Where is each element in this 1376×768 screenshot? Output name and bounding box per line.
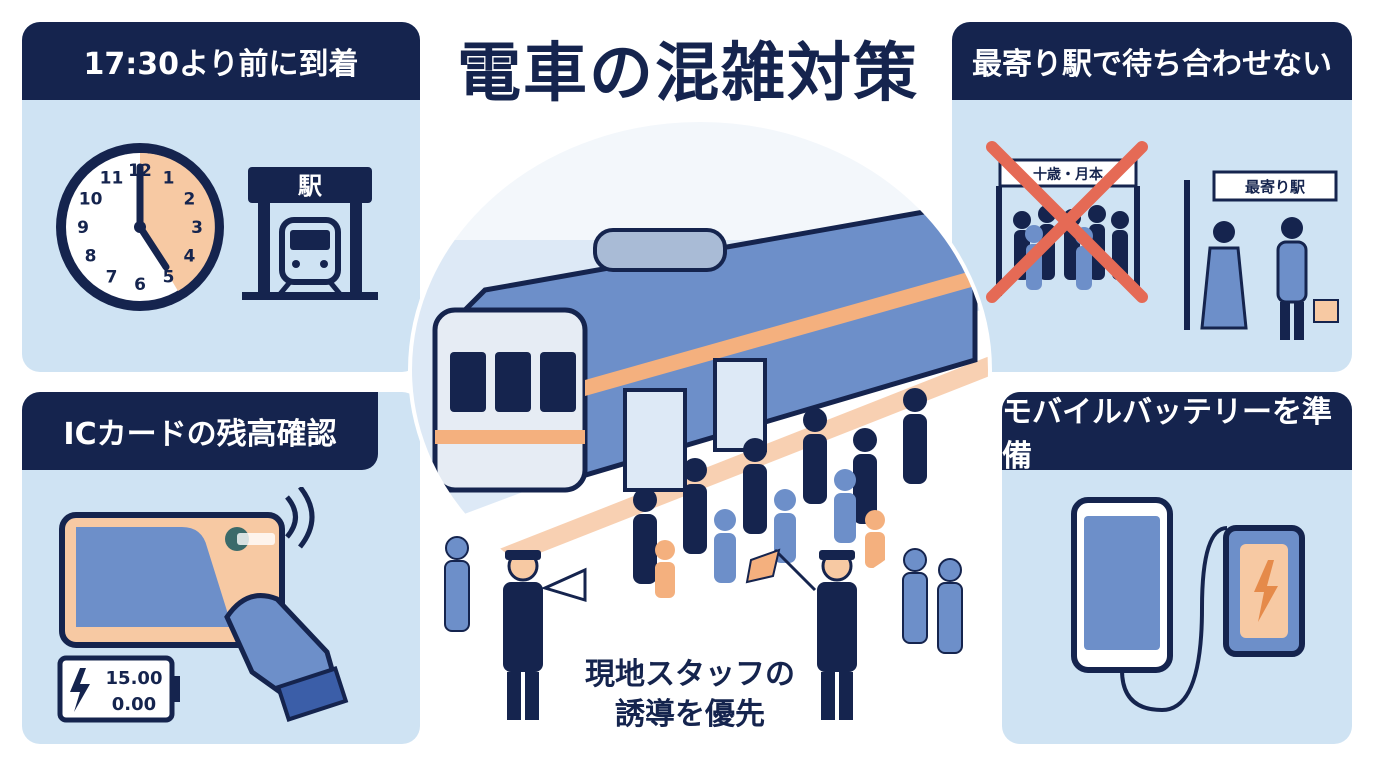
caption-line-1: 現地スタッフの <box>585 657 795 692</box>
clock-number: 7 <box>106 267 118 287</box>
phone-and-powerbank-icon <box>1071 497 1305 713</box>
panel-arrive-early: 17:30より前に到着 121234567891011 駅 <box>22 22 420 372</box>
caption-line-2: 誘導を優先 <box>615 697 765 732</box>
panel-arrive-header: 17:30より前に到着 <box>22 22 420 100</box>
station-sign-text: 駅 <box>298 172 322 200</box>
clock-number: 2 <box>183 190 195 210</box>
nearest-station-sign: 最寄り駅 <box>1245 178 1306 196</box>
page-title: 電車の混雑対策 <box>457 37 919 111</box>
panel-ic-card-header: ICカードの残高確認 <box>22 392 378 470</box>
panel-mobile-battery: モバイルバッテリーを準備 <box>1002 392 1352 744</box>
station-icon: 駅 <box>242 167 378 300</box>
crowded-meeting-scene: 十歳・月本 最寄り駅 <box>986 141 1339 340</box>
panel-battery-header: モバイルバッテリーを準備 <box>1002 392 1352 474</box>
clock-number: 1 <box>163 169 175 189</box>
panel-ic-card: ICカードの残高確認 15.00 0.00 <box>22 392 420 744</box>
crowded-platform-scene <box>408 120 992 720</box>
clock-number: 4 <box>183 247 195 267</box>
balance-bottom-value: 0.00 <box>112 694 156 715</box>
panel-meeting-header: 最寄り駅で待ち合わせない <box>952 22 1352 100</box>
panel-meeting: 最寄り駅で待ち合わせない 十歳・月本 最寄り駅 <box>952 22 1352 372</box>
clock-icon: 121234567891011 <box>56 143 224 311</box>
clock-number: 6 <box>134 275 146 295</box>
staff-guidance-caption: 現地スタッフの 誘導を優先 <box>570 655 810 735</box>
ic-card-icon <box>59 487 349 722</box>
battery-balance-icon: 15.00 0.00 <box>57 655 180 723</box>
train-icon <box>432 207 978 493</box>
station-staff-left <box>503 550 587 720</box>
clock-number: 3 <box>191 218 203 238</box>
clock-number: 8 <box>85 247 97 267</box>
balance-top-value: 15.00 <box>106 668 163 689</box>
clock-number: 5 <box>163 267 175 287</box>
station-staff-right <box>745 548 857 720</box>
clock-number: 9 <box>77 218 89 238</box>
clock-number: 11 <box>100 169 124 189</box>
crowded-station-sign: 十歳・月本 <box>1033 166 1104 183</box>
clock-number: 10 <box>79 190 103 210</box>
